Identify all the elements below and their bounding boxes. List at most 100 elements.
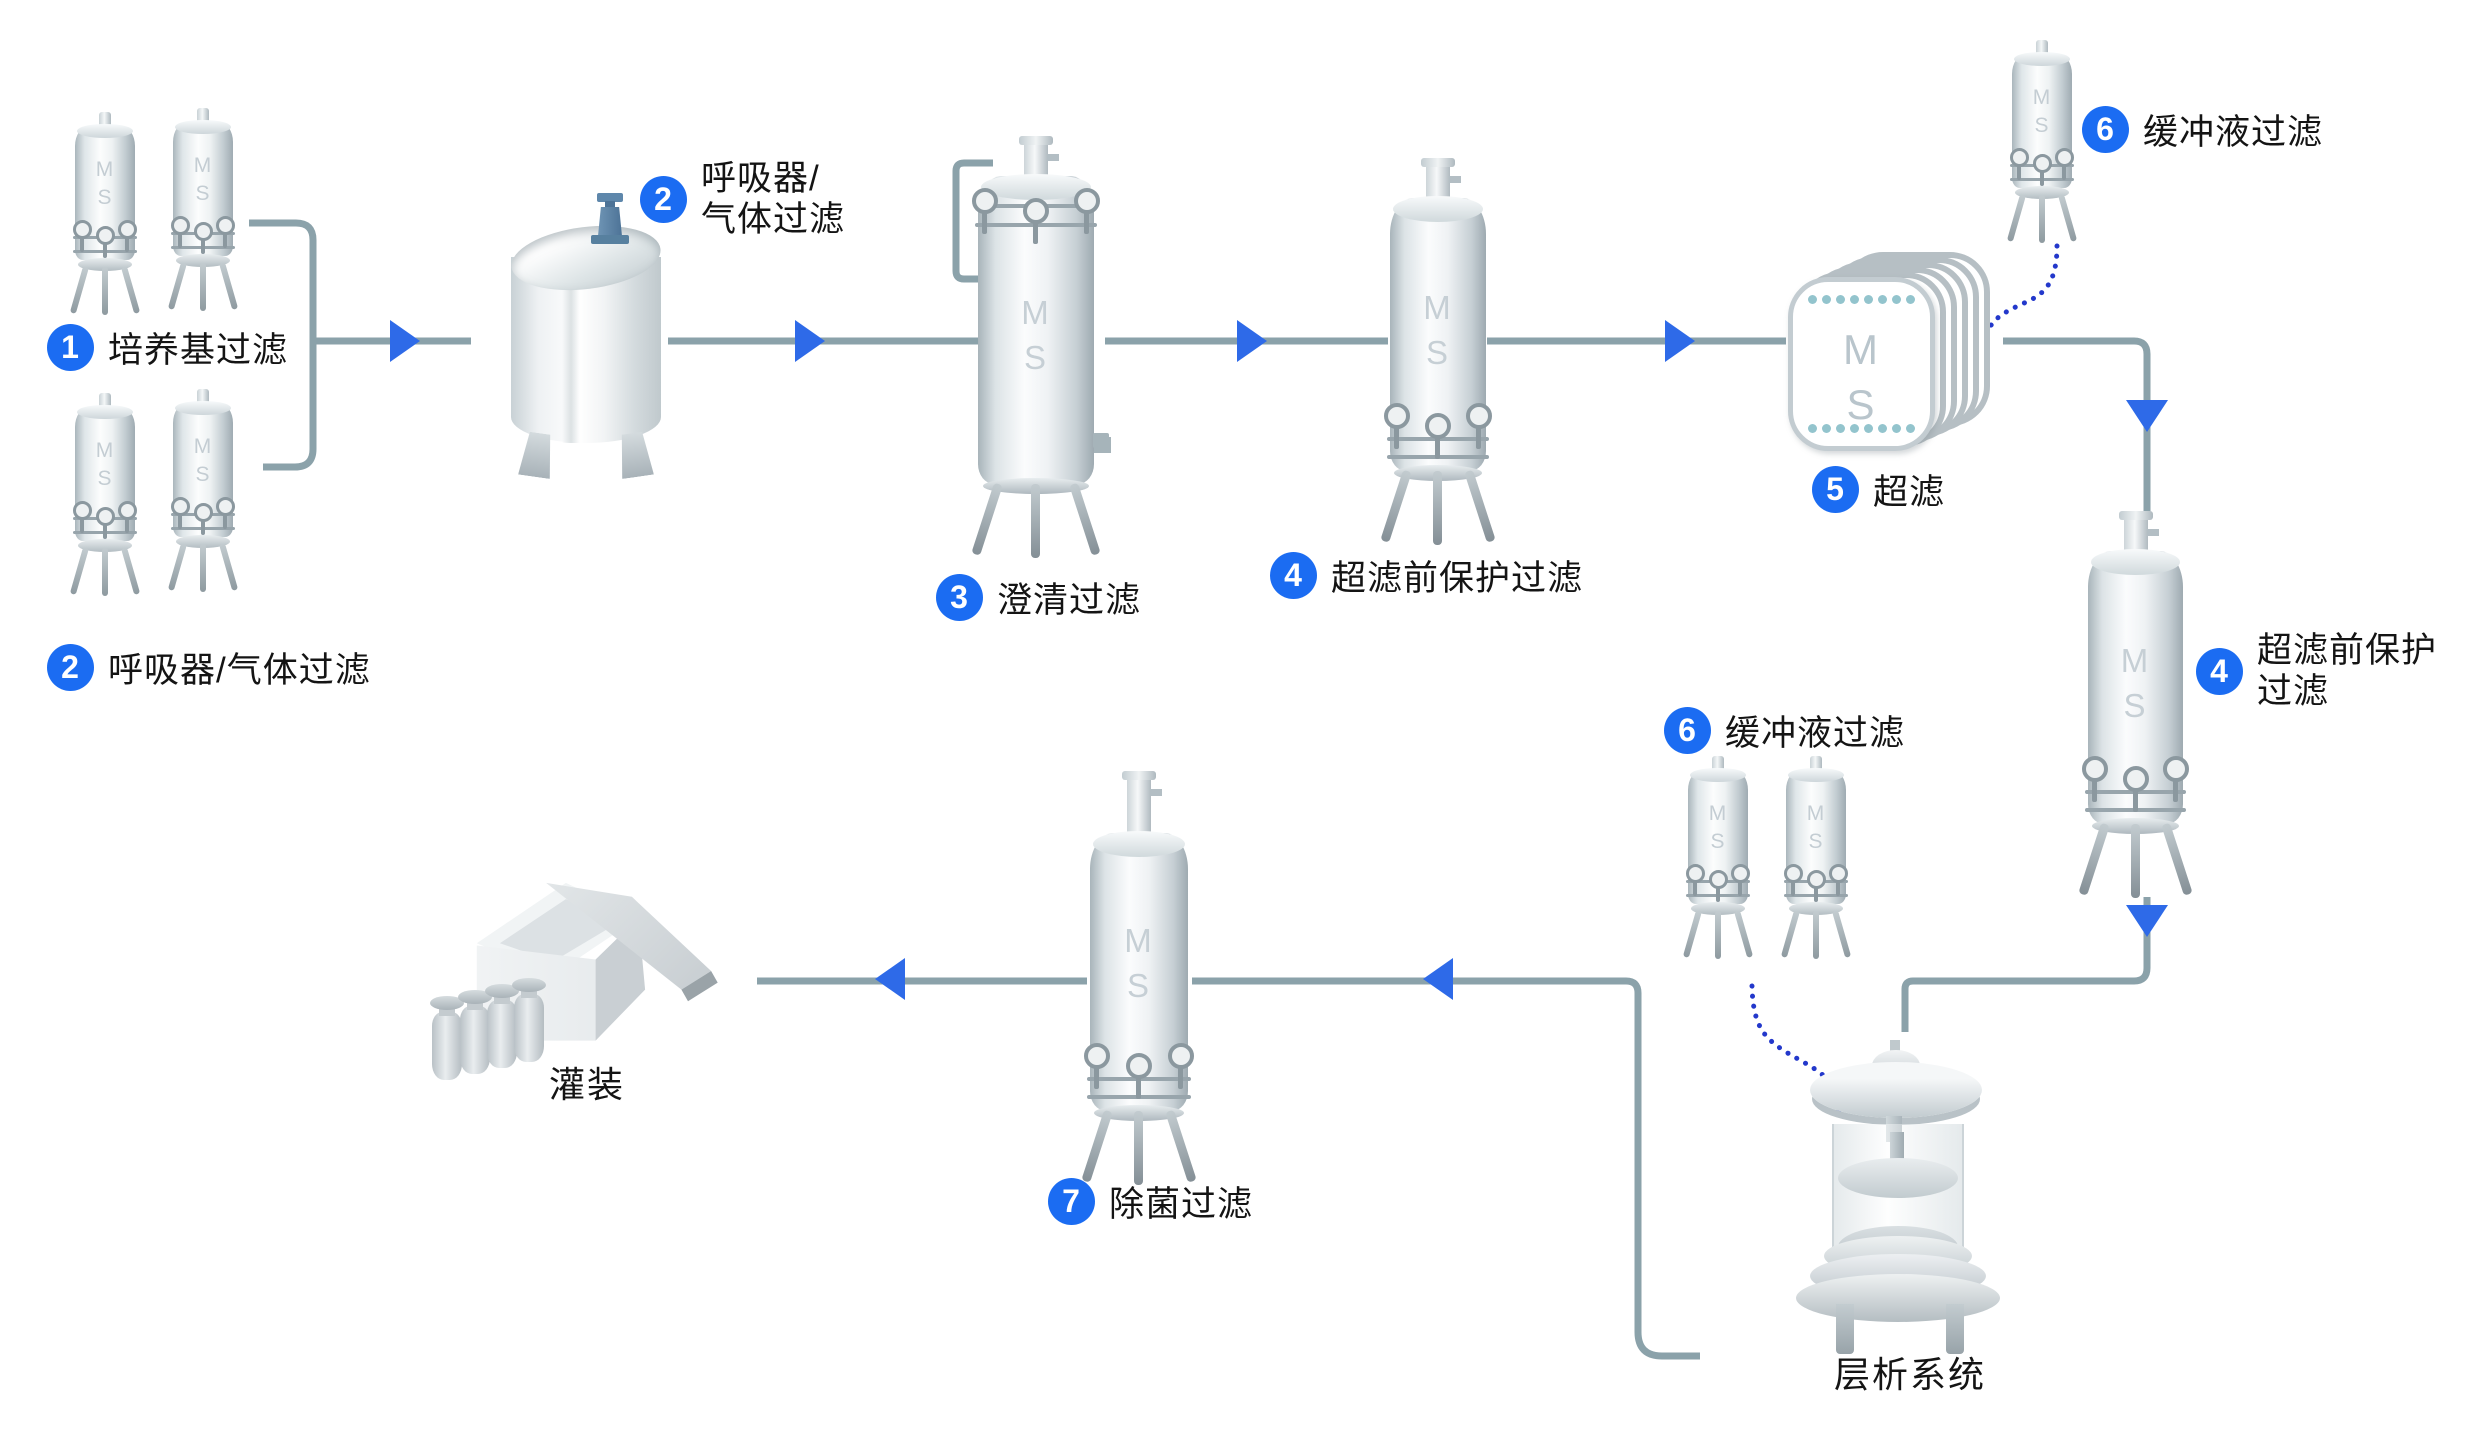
clamp-bolt-icon (1425, 413, 1451, 459)
step-badge: 7 (1048, 1178, 1095, 1225)
step-badge: 6 (2082, 106, 2129, 153)
clamp-bolt-icon (1686, 864, 1705, 896)
vial-icon (458, 990, 492, 1074)
clamp-bolt-icon (2122, 766, 2149, 812)
clamp-bolt-icon (118, 220, 137, 252)
step-badge: 2 (640, 175, 687, 223)
step-badge: 2 (47, 644, 94, 691)
dotted-connector (1982, 243, 2060, 344)
vial-icon (485, 984, 519, 1068)
step-label: 超滤前保护过滤 (2257, 631, 2438, 711)
clamp-bolt-icon (194, 503, 213, 535)
arrow-right-icon (390, 320, 420, 362)
label-step2-tank: 2 呼吸器/气体过滤 (640, 158, 845, 240)
clamp-bolt-icon (2082, 756, 2108, 802)
pipe-clarify-loop (952, 159, 993, 283)
clamp-bolt-icon (73, 501, 92, 533)
dotted-connectors (1749, 243, 2060, 1113)
arrow-down-icon (2126, 905, 2168, 937)
arrow-left-icon (1423, 958, 1453, 1000)
label-step7: 7 除菌过滤 (1048, 1176, 1253, 1227)
step-label: 澄清过滤 (997, 581, 1142, 620)
step-label: 培养基过滤 (108, 331, 289, 370)
label-step4-right: 4 超滤前保护过滤 (2196, 630, 2437, 712)
clamp-bolt-icon (1126, 1053, 1152, 1099)
label-filling: 灌装 (549, 1064, 626, 1105)
step-label: 超滤 (1873, 473, 1946, 512)
arrow-right-icon (1237, 320, 1267, 362)
clamp-bolt-icon (96, 507, 115, 539)
side-port (1093, 433, 1109, 448)
clamp-bolt-icon (1784, 864, 1803, 896)
label-step2-group: 2 呼吸器/气体过滤 (47, 642, 371, 693)
step-badge: 4 (1270, 552, 1317, 599)
step-label: 呼吸器/气体过滤 (701, 159, 846, 239)
chromatography-column (1796, 1040, 2000, 1360)
label-step4: 4 超滤前保护过滤 (1270, 550, 1583, 601)
step-label: 除菌过滤 (1109, 1185, 1254, 1224)
clamp-bolt-icon (1023, 198, 1049, 244)
label-step5: 5 超滤 (1812, 464, 1945, 515)
label-step6-mid: 6 缓冲液过滤 (1664, 705, 1905, 756)
vial-icon (512, 978, 546, 1062)
step-badge: 5 (1812, 466, 1859, 513)
vial-icon (430, 996, 464, 1080)
clamp-bolt-icon (216, 216, 235, 248)
step-badge: 6 (1664, 707, 1711, 754)
column-base (1796, 1274, 2000, 1322)
step-label: 超滤前保护过滤 (1331, 559, 1584, 598)
clamp-bolt-icon (96, 226, 115, 258)
step-label: 缓冲液过滤 (2143, 113, 2324, 152)
pipe-chrom-to-sterile (1192, 977, 1700, 1360)
column-top-plate (1810, 1062, 1982, 1118)
vessel-body (978, 174, 1094, 484)
arrow-left-icon (875, 958, 905, 1000)
clamp-bolt-icon (972, 188, 998, 234)
vessel-chimney (1019, 136, 1059, 180)
clamp-bolt-icon (2010, 148, 2029, 180)
membrane-dots (1808, 424, 1915, 433)
step-label: 缓冲液过滤 (1725, 714, 1906, 753)
clamp-bolt-icon (1074, 188, 1100, 234)
clamp-bolt-icon (1829, 864, 1848, 896)
clamp-bolt-icon (194, 222, 213, 254)
step-badge: 3 (936, 574, 983, 621)
step-badge: 4 (2196, 647, 2243, 695)
clamp-bolt-icon (1084, 1043, 1110, 1089)
clamp-bolt-icon (118, 501, 137, 533)
clamp-bolt-icon (73, 220, 92, 252)
clamp-bolt-icon (1807, 870, 1826, 902)
column-piston (1838, 1158, 1958, 1198)
arrow-down-icon (2126, 400, 2168, 432)
clamp-bolt-icon (1709, 870, 1728, 902)
step-label: 呼吸器/气体过滤 (108, 651, 371, 690)
filling-station (424, 862, 754, 1094)
membrane-dots (1808, 295, 1915, 304)
clamp-bolt-icon (2163, 756, 2189, 802)
step-badge: 1 (47, 324, 94, 371)
clamp-bolt-icon (1384, 403, 1410, 449)
clamp-bolt-icon (171, 216, 190, 248)
clamp-bolt-icon (2055, 148, 2074, 180)
pipe-uf-to-right-guard (2003, 337, 2151, 516)
label-chromatography: 层析系统 (1834, 1354, 1987, 1395)
clamp-bolt-icon (1168, 1043, 1194, 1089)
media-tank (507, 193, 665, 477)
label-step3: 3 澄清过滤 (936, 572, 1141, 623)
